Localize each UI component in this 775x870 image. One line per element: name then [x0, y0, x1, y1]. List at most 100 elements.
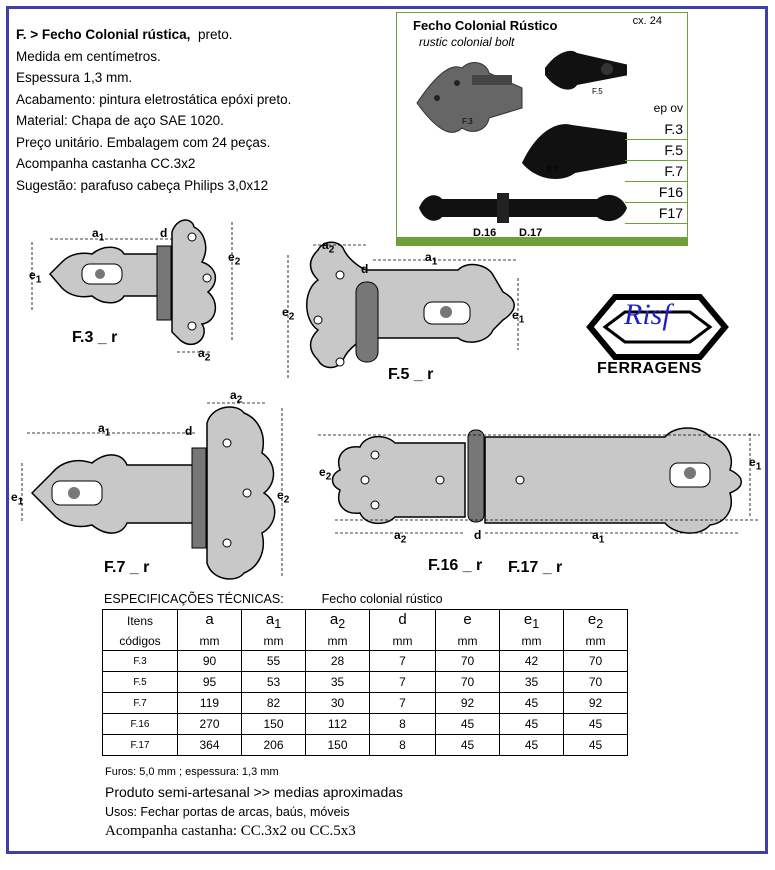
table-caption: ESPECIFICAÇÕES TÉCNICAS:Fecho colonial r…: [104, 592, 443, 606]
code-item: F16: [625, 182, 687, 203]
photo-f3: [416, 62, 523, 133]
f7-hole: [68, 487, 80, 499]
unit-cell: mm: [305, 632, 370, 651]
cell: 8: [369, 734, 436, 756]
f3-dim-d: d: [160, 226, 168, 240]
product-spec-block: F. > Fecho Colonial rústica, preto. Medi…: [16, 24, 291, 196]
f16-screw-hole: [515, 475, 525, 485]
note-usage: Usos: Fechar portas de arcas, baús, móve…: [105, 805, 350, 819]
f16-screw-hole: [370, 500, 380, 510]
table-row: F.17 364 206 150 8 45 45 45: [102, 734, 628, 756]
photo-label-d17: D.17: [519, 227, 543, 239]
f5-screw-hole: [335, 270, 345, 280]
f16-dim-d: d: [474, 528, 482, 542]
f16-screw-hole: [360, 475, 370, 485]
product-photos: [416, 50, 627, 223]
cell: 45: [563, 713, 628, 735]
row-code: F.7: [102, 692, 178, 714]
f3-dim-e1: e1: [29, 268, 42, 286]
box-quantity: cx. 24: [632, 15, 662, 27]
f3-hinge: [156, 245, 172, 321]
code-item: F.7: [625, 161, 687, 182]
f16-hinge: [467, 429, 485, 523]
photo-f5: [545, 50, 627, 90]
table-unit-row: códigos mm mm mm mm mm mm mm: [102, 632, 628, 651]
f5-dim-d: d: [361, 262, 369, 276]
cell: 8: [369, 713, 436, 735]
cell: 150: [241, 713, 306, 735]
diagram-f5: [287, 241, 519, 378]
f3-screw-hole: [187, 321, 197, 331]
specs-table: Itens a a1 a2 d e e1 e2 códigos mm mm mm…: [102, 609, 628, 756]
row-code: F.5: [102, 671, 178, 693]
spec-line: Espessura 1,3 mm.: [16, 70, 133, 85]
f7-dim-a1: a1: [98, 421, 111, 439]
risf-logo: [586, 294, 729, 360]
cell: 95: [177, 671, 242, 693]
photo-label-f7: F.7: [547, 165, 558, 174]
column-header: e1: [499, 609, 564, 632]
code-column-header: ep ov: [653, 101, 683, 115]
column-header: d: [369, 609, 436, 632]
f7-screw-hole: [242, 488, 252, 498]
f16-dim-e1: e1: [749, 455, 762, 473]
cell: 45: [435, 734, 500, 756]
f16-dim-a1: a1: [592, 528, 605, 546]
cell: 70: [435, 650, 500, 672]
cell: 7: [369, 650, 436, 672]
photo-long-bolts: [419, 193, 627, 223]
cell: 45: [499, 713, 564, 735]
f17-label: F.17 _ r: [508, 559, 563, 576]
f3-label: F.3 _ r: [72, 329, 118, 346]
unit-cell: mm: [177, 632, 242, 651]
cell: 30: [305, 692, 370, 714]
column-header: e2: [563, 609, 628, 632]
cell: 70: [563, 671, 628, 693]
logo-brand: Risf: [624, 298, 671, 331]
cell: 90: [177, 650, 242, 672]
f16-dim-a2: a2: [394, 528, 407, 546]
code-list: F.3 F.5 F.7 F16 F17: [625, 119, 687, 224]
footer-notes: Furos: 5,0 mm ; espessura: 1,3 mm Produt…: [105, 766, 403, 840]
f3-dim-a1: a1: [92, 226, 105, 244]
f5-label: F.5 _ r: [388, 366, 434, 383]
f5-hole: [440, 306, 452, 318]
spec-line: Acabamento: pintura eletrostática epóxi …: [16, 91, 292, 107]
unit-cell: mm: [241, 632, 306, 651]
cell: 364: [177, 734, 242, 756]
photo-label-f3: F.3: [462, 117, 473, 126]
f7-screw-hole: [222, 438, 232, 448]
f16-screw-hole: [435, 475, 445, 485]
f5-dim-e1: e1: [512, 308, 525, 326]
f7-label: F.7 _ r: [104, 559, 150, 576]
table-header-row: Itens a a1 a2 d e e1 e2: [102, 609, 628, 632]
f5-dim-e2: e2: [282, 305, 295, 323]
cell: 45: [563, 734, 628, 756]
cell: 270: [177, 713, 242, 735]
note-semi-artisanal: Produto semi-artesanal >> medias aproxim…: [105, 784, 404, 800]
photo-panel-bar: [397, 237, 687, 245]
photo-label-f5: F.5: [592, 87, 603, 96]
table-row: F.3 90 55 28 7 70 42 70: [102, 650, 628, 672]
spec-line: Medida em centímetros.: [16, 48, 161, 64]
diagram-f16-f17: [318, 427, 760, 534]
table-row: F.5 95 53 35 7 70 35 70: [102, 671, 628, 693]
f5-hinge: [355, 281, 379, 363]
f3-hole: [95, 269, 105, 279]
cell: 45: [499, 692, 564, 714]
row-code: F.17: [102, 734, 178, 756]
cell: 70: [563, 650, 628, 672]
f3-wing: [171, 219, 217, 346]
f16-hole: [684, 467, 696, 479]
unit-cell: mm: [563, 632, 628, 651]
photo-f7: [522, 124, 627, 179]
column-header: a2: [305, 609, 370, 632]
cell: 150: [305, 734, 370, 756]
page-border: [6, 6, 768, 854]
product-photo-panel: Fecho Colonial Rústico rustic colonial b…: [396, 12, 688, 246]
f7-dim-e2: e2: [277, 488, 290, 506]
f3-dim-a2: a2: [198, 346, 211, 364]
cell: 70: [435, 671, 500, 693]
f7-wing: [206, 406, 276, 580]
f3-dim-e2: e2: [228, 250, 241, 268]
